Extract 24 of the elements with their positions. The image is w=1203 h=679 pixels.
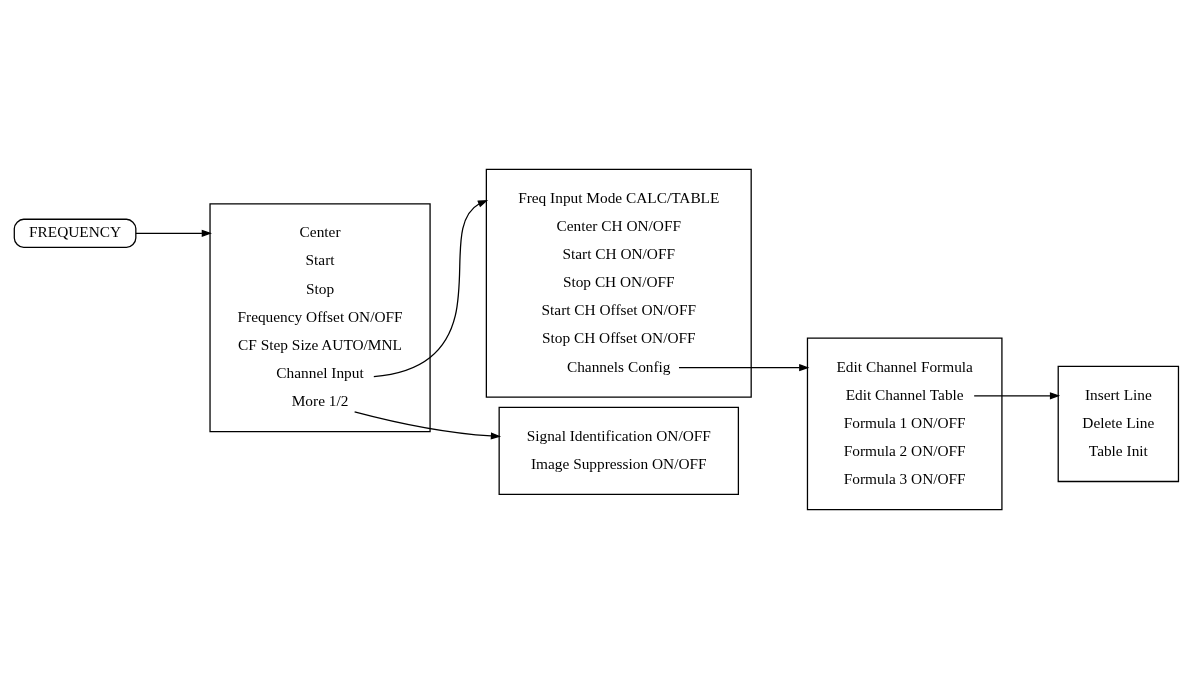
node-text: Table Init: [1088, 442, 1148, 460]
node-text: Stop CH ON/OFF: [562, 273, 675, 291]
node-text: Edit Channel Formula: [836, 357, 973, 375]
node-text: Center CH ON/OFF: [556, 216, 682, 234]
node-text: CF Step Size AUTO/MNL: [238, 335, 402, 353]
node-text: Formula 2 ON/OFF: [843, 442, 966, 460]
node-text: Stop CH Offset ON/OFF: [541, 329, 696, 347]
node-text: Center: [299, 223, 341, 241]
node-text: Freq Input Mode CALC/TABLE: [518, 188, 720, 206]
node-text: Start CH Offset ON/OFF: [541, 301, 696, 319]
node-text: Stop: [305, 279, 335, 297]
node-text: Delete Line: [1082, 413, 1155, 431]
node-text: More 1/2: [291, 392, 349, 410]
node-text: Signal Identification ON/OFF: [526, 426, 711, 444]
node-text: Formula 1 ON/OFF: [843, 413, 966, 431]
node-text: Insert Line: [1084, 385, 1152, 403]
node-text: Frequency Offset ON/OFF: [237, 307, 403, 325]
node-text: Start: [305, 251, 335, 269]
node-text: Channel Input: [276, 364, 364, 382]
node-text: Formula 3 ON/OFF: [843, 470, 966, 488]
node-text: Start CH ON/OFF: [562, 245, 676, 263]
node-text: Channels Config: [566, 357, 671, 375]
node-text: Edit Channel Table: [845, 385, 964, 403]
node-text: Image Suppression ON/OFF: [530, 454, 707, 472]
